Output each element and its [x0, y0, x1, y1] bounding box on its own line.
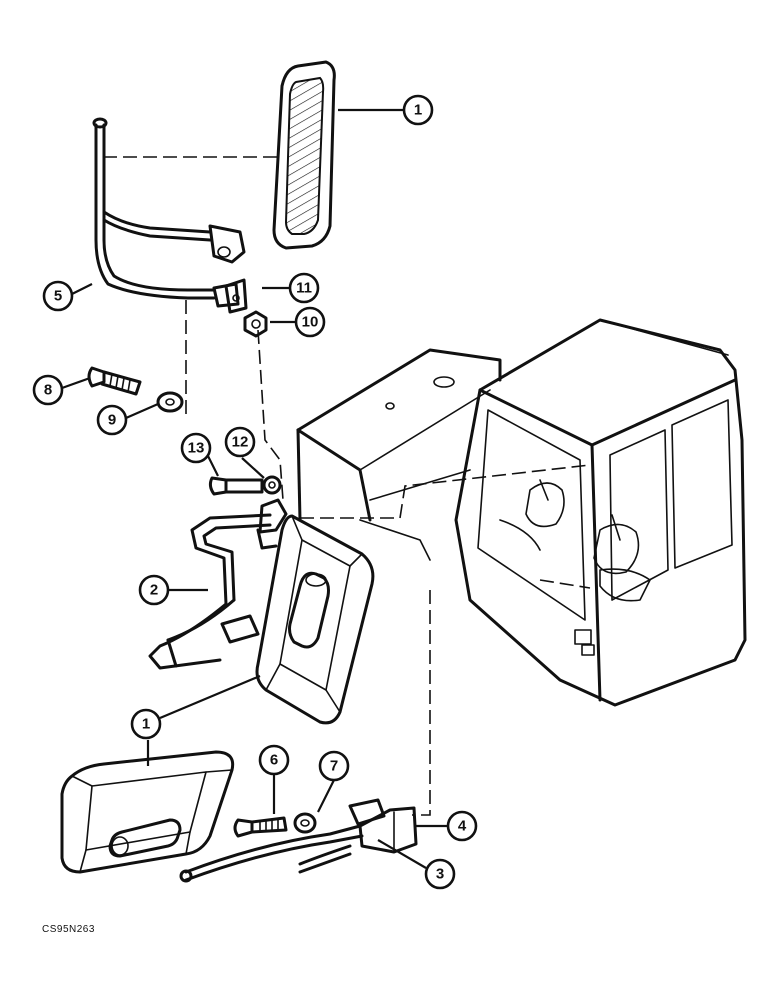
callout-3: 3	[424, 858, 456, 890]
svg-text:3: 3	[436, 866, 444, 883]
callout-9: 9	[96, 404, 128, 436]
svg-text:8: 8	[44, 382, 52, 399]
callout-10: 10	[294, 306, 326, 338]
bolt-13	[208, 476, 264, 496]
callout-5: 5	[42, 280, 74, 312]
mirror-bottom	[60, 750, 235, 874]
callout-4: 4	[446, 810, 478, 842]
assembly-guide-lines	[103, 156, 591, 816]
excavator-cab	[296, 318, 747, 707]
mirror-middle	[255, 514, 375, 725]
svg-text:4: 4	[458, 818, 467, 835]
svg-text:5: 5	[54, 288, 62, 305]
callout-1-mid: 1	[130, 708, 162, 740]
svg-text:11: 11	[296, 280, 312, 297]
callout-7: 7	[318, 750, 350, 782]
callout-11: 11	[288, 272, 320, 304]
callout-8: 8	[32, 374, 64, 406]
svg-text:7: 7	[330, 758, 338, 775]
callout-13: 13	[180, 432, 212, 464]
callouts: 1 1 2 3 4 5 6 7 8 9 10 11 12 13	[32, 94, 478, 890]
svg-text:6: 6	[270, 752, 278, 769]
svg-text:2: 2	[150, 582, 158, 599]
callout-1-top: 1	[402, 94, 434, 126]
washer-9	[156, 391, 184, 413]
mirror-top	[272, 60, 336, 250]
nut-10	[243, 310, 268, 338]
callout-6: 6	[258, 744, 290, 776]
svg-text:1: 1	[142, 716, 150, 733]
svg-text:10: 10	[302, 314, 319, 331]
drawing-code: CS95N263	[42, 924, 95, 935]
callout-12: 12	[224, 426, 256, 458]
leader-lines	[61, 108, 448, 869]
svg-text:13: 13	[188, 440, 205, 457]
svg-text:12: 12	[232, 434, 249, 451]
bolt-8	[87, 366, 142, 396]
mirror-arm	[92, 117, 246, 308]
callout-2: 2	[138, 574, 170, 606]
svg-text:1: 1	[414, 102, 422, 119]
mirror-bracket	[148, 498, 288, 670]
washer-12	[262, 475, 282, 495]
lower-arm	[179, 798, 418, 883]
washer-7	[293, 812, 317, 834]
bracket-11	[224, 278, 248, 314]
bolt-6	[233, 816, 288, 838]
svg-text:9: 9	[108, 412, 116, 429]
